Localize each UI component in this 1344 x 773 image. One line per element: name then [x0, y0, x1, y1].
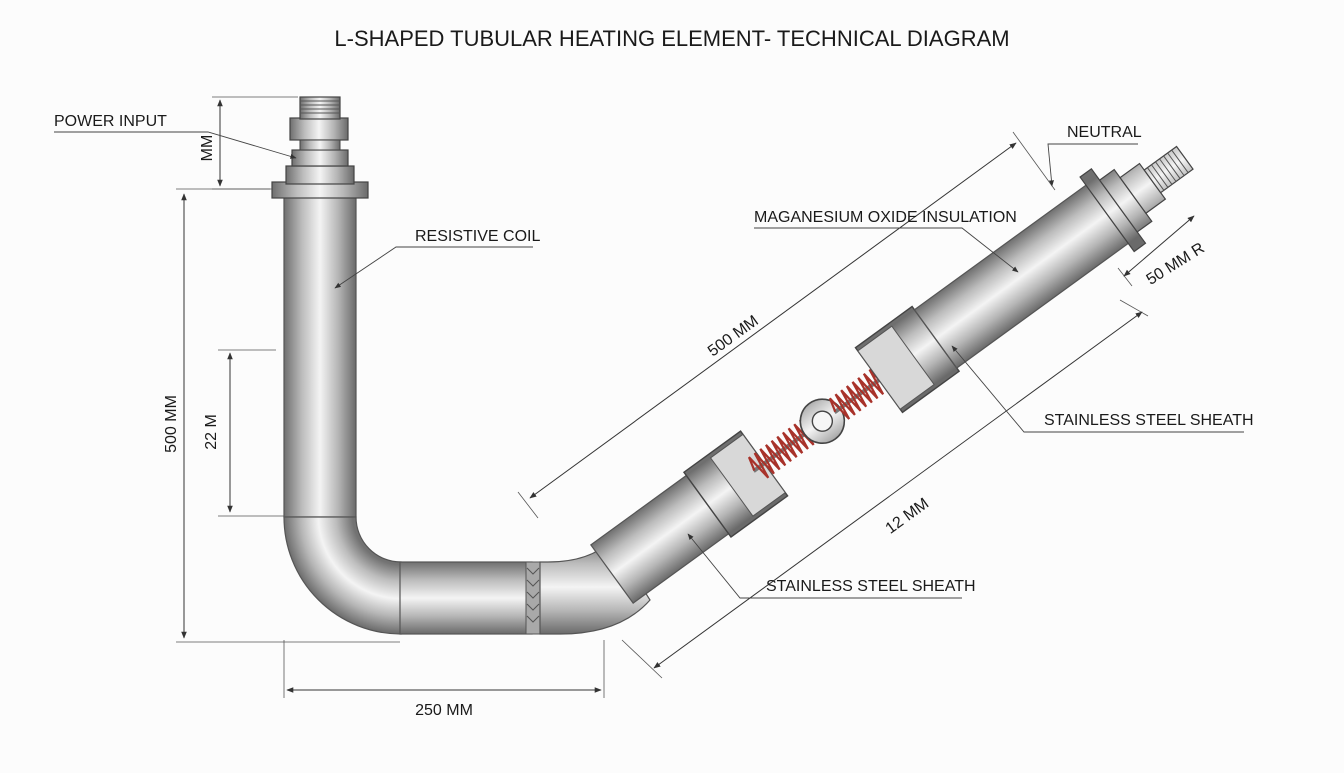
dim-vertical-length: 500 MM — [163, 188, 400, 643]
label-neutral: NEUTRAL — [1067, 124, 1142, 141]
label-power-input: POWER INPUT — [54, 113, 167, 130]
callout-resistive-coil: RESISTIVE COIL — [334, 228, 540, 289]
label-sheath-right: STAINLESS STEEL SHEATH — [1044, 412, 1254, 429]
power-terminal — [271, 96, 369, 199]
dim-terminal-label: MM — [199, 135, 216, 162]
label-mgo-insulation: MAGANESIUM OXIDE INSULATION — [754, 209, 1017, 226]
callout-power-input: POWER INPUT — [54, 113, 297, 159]
dim-terminal-height: MM — [199, 96, 298, 190]
label-resistive-coil: RESISTIVE COIL — [415, 228, 540, 245]
end-thread — [1143, 145, 1194, 194]
callout-neutral: NEUTRAL — [1047, 124, 1142, 187]
dim-diagonal-lower-label: 12 MM — [883, 495, 933, 537]
dim-coil-section: 22 M — [203, 349, 284, 517]
dim-coil-label: 22 M — [203, 414, 220, 450]
tube-bend — [283, 516, 402, 635]
callout-mgo-insulation: MAGANESIUM OXIDE INSULATION — [754, 209, 1019, 273]
dim-radius-label: 50 MM R — [1144, 240, 1208, 289]
dim-horizontal-label: 250 MM — [415, 702, 473, 719]
diagram-title: L-SHAPED TUBULAR HEATING ELEMENT- TECHNI… — [334, 26, 1009, 51]
vertical-tube — [283, 194, 357, 518]
callout-sheath-bottom: STAINLESS STEEL SHEATH — [687, 533, 976, 599]
dim-diagonal-label: 500 MM — [705, 312, 762, 360]
dim-vertical-label: 500 MM — [163, 395, 180, 453]
diagonal-tube — [590, 145, 1194, 604]
callout-sheath-right: STAINLESS STEEL SHEATH — [951, 345, 1254, 433]
horizontal-tube — [399, 561, 541, 635]
label-sheath-bottom: STAINLESS STEEL SHEATH — [766, 578, 976, 595]
dim-horizontal-length: 250 MM — [283, 640, 605, 719]
